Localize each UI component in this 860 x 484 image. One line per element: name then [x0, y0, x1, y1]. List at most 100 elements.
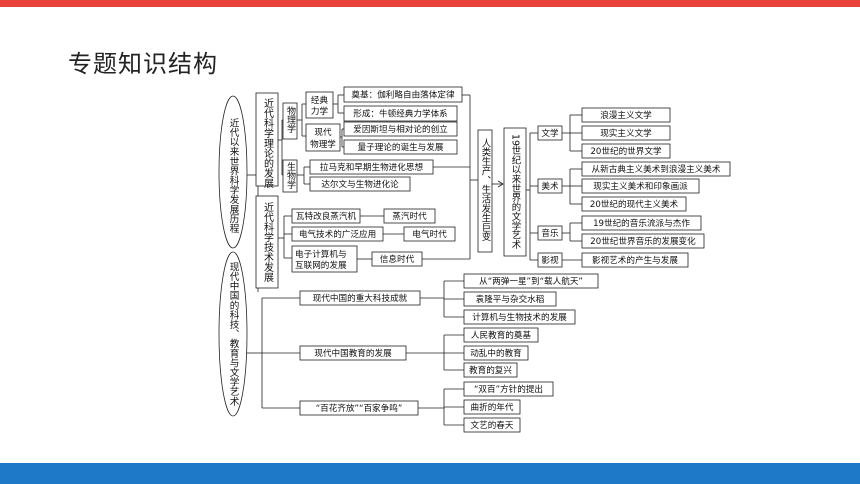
root-node-modern-china-label: 现代中国的科技、教育与文学艺术	[228, 262, 240, 407]
box-newton-label: 形成：牛顿经典力学体系	[353, 108, 448, 120]
box-c19-music: 19世纪的音乐流派与杰作	[581, 215, 702, 231]
box-lamarck-label: 拉马克和早期生物进化思想	[320, 161, 424, 173]
box-edu-found: 人民教育的奠基	[463, 327, 539, 343]
box-modern-physics: 现代 物理学	[305, 123, 341, 152]
box-change: 人类生产、生活发生巨变	[477, 129, 493, 253]
leaf-boxes: 奠基：伽利略自由落体定律形成：牛顿经典力学体系爱因斯坦与相对论的创立量子理论的诞…	[291, 86, 731, 433]
svg-text:力学: 力学	[311, 105, 329, 117]
box-classical-mechanics-label: 经典	[311, 94, 329, 106]
box-einstein: 爱因斯坦与相对论的创立	[343, 121, 458, 137]
box-neo-to-romantic: 从新古典主义美术到浪漫主义美术	[581, 161, 731, 177]
box-music: 音乐	[537, 225, 563, 241]
box-electric-tech-label: 电气技术的广泛应用	[299, 228, 376, 240]
box-policy-label: “双百”方针的提出	[474, 383, 543, 395]
box-watt: 瓦特改良蒸汽机	[291, 208, 361, 224]
box-lamarck: 拉马克和早期生物进化思想	[309, 159, 434, 175]
box-bombs-label: 从“两弹一星”到“载人航天”	[479, 275, 583, 287]
box-cn-edu-label: 现代中国教育的发展	[314, 347, 392, 359]
box-tech: 近代科学技术发展	[255, 195, 279, 289]
box-darwin-label: 达尔文与生物进化论	[321, 178, 399, 190]
box-electric-tech: 电气技术的广泛应用	[291, 226, 384, 242]
box-theory-label: 近代科学理论的发展	[262, 97, 274, 189]
box-edu-revival: 教育的复兴	[463, 362, 518, 378]
box-modern-physics-label: 现代	[314, 127, 332, 138]
root-node-world-science-label: 近代以来世界科学发展历程	[228, 117, 240, 234]
box-physics-label: 物理学	[285, 105, 296, 133]
box-c20-art-label: 20世纪的现代主义美术	[590, 198, 679, 210]
box-fine-art-label: 美术	[541, 180, 559, 192]
box-c19-music-label: 19世纪的音乐流派与杰作	[593, 217, 690, 229]
box-fine-art: 美术	[537, 178, 563, 194]
box-film-art-label: 影视艺术的产生与发展	[592, 254, 678, 266]
box-spring-label: 文艺的春天	[471, 419, 514, 431]
box-galileo: 奠基：伽利略自由落体定律	[343, 86, 463, 103]
box-yuan: 袁隆平与杂交水稻	[463, 291, 557, 307]
box-twists: 曲折的年代	[463, 399, 521, 415]
box-romantic-lit-label: 浪漫主义文学	[600, 109, 652, 121]
box-neo-to-romantic-label: 从新古典主义美术到浪漫主义美术	[592, 163, 721, 175]
box-c20-art: 20世纪的现代主义美术	[581, 196, 687, 212]
box-yuan-label: 袁隆平与杂交水稻	[476, 293, 545, 305]
top-accent-bar	[0, 0, 860, 7]
box-physics: 物理学	[282, 102, 298, 140]
box-realist-lit-label: 现实主义文学	[600, 127, 652, 139]
box-lit-art: 19世纪以来世界的文学艺术	[503, 127, 527, 257]
box-info-age-label: 信息时代	[380, 253, 415, 265]
box-electric-age-label: 电气时代	[412, 228, 447, 240]
box-music-label: 音乐	[541, 227, 559, 239]
box-literature: 文学	[537, 125, 563, 141]
box-cn-tech: 现代中国的重大科技成就	[299, 290, 421, 306]
box-baihua-label: “百花齐放”“百家争鸣”	[316, 402, 403, 414]
box-c20-music: 20世纪世界音乐的发展变化	[581, 233, 705, 249]
svg-text:互联网的发展: 互联网的发展	[295, 259, 347, 271]
box-theory: 近代科学理论的发展	[255, 92, 279, 189]
box-twists-label: 曲折的年代	[471, 401, 514, 413]
box-literature-label: 文学	[541, 127, 559, 139]
box-electric-age: 电气时代	[403, 226, 456, 242]
box-darwin: 达尔文与生物进化论	[309, 176, 411, 192]
box-steam-age-label: 蒸汽时代	[392, 210, 427, 222]
box-bombs: 从“两弹一星”到“载人航天”	[463, 273, 599, 289]
box-steam-age: 蒸汽时代	[383, 208, 436, 224]
box-edu-turmoil-label: 动乱中的教育	[470, 347, 522, 359]
box-cn-edu: 现代中国教育的发展	[299, 345, 407, 361]
box-edu-turmoil: 动乱中的教育	[463, 345, 529, 361]
box-info-age: 信息时代	[371, 251, 423, 267]
box-einstein-label: 爱因斯坦与相对论的创立	[353, 123, 448, 135]
box-realist-lit: 现实主义文学	[581, 125, 671, 141]
box-realist-impression: 现实主义美术和印象画派	[581, 178, 700, 194]
box-watt-label: 瓦特改良蒸汽机	[296, 210, 357, 222]
box-film-art: 影视艺术的产生与发展	[581, 252, 689, 268]
box-computer: 电子计算机与 互联网的发展	[291, 245, 358, 273]
box-baihua: “百花齐放”“百家争鸣”	[299, 400, 419, 416]
box-cs-bio-label: 计算机与生物技术的发展	[472, 311, 567, 323]
box-quantum: 量子理论的诞生与发展	[343, 139, 458, 155]
box-classical-mechanics: 经典 力学	[305, 91, 334, 119]
box-edu-found-label: 人民教育的奠基	[471, 329, 532, 341]
box-c20-music-label: 20世纪世界音乐的发展变化	[590, 235, 696, 247]
box-c20-lit-label: 20世纪的世界文学	[590, 145, 661, 157]
box-cn-tech-label: 现代中国的重大科技成就	[313, 292, 408, 304]
box-biology-label: 生物学	[285, 161, 296, 189]
box-c20-lit: 20世纪的世界文学	[581, 143, 671, 159]
bottom-accent-bar	[0, 463, 860, 484]
box-newton: 形成：牛顿经典力学体系	[343, 105, 458, 122]
box-galileo-label: 奠基：伽利略自由落体定律	[351, 89, 455, 101]
box-computer-label: 电子计算机与	[295, 248, 347, 260]
box-lit-art-label: 19世纪以来世界的文学艺术	[510, 134, 522, 250]
box-film-label: 影视	[541, 254, 559, 266]
box-film: 影视	[537, 252, 563, 268]
box-quantum-label: 量子理论的诞生与发展	[358, 141, 444, 153]
root-node-world-science: 近代以来世界科学发展历程	[218, 95, 248, 249]
box-spring: 文艺的春天	[463, 417, 521, 433]
svg-text:物理学: 物理学	[310, 138, 336, 150]
page-title: 专题知识结构	[68, 50, 218, 78]
box-realist-impression-label: 现实主义美术和印象画派	[593, 180, 688, 192]
root-node-modern-china: 现代中国的科技、教育与文学艺术	[218, 251, 248, 417]
box-romantic-lit: 浪漫主义文学	[581, 107, 671, 123]
box-edu-revival-label: 教育的复兴	[469, 364, 512, 376]
box-cs-bio: 计算机与生物技术的发展	[463, 309, 576, 325]
box-policy: “双百”方针的提出	[463, 381, 554, 397]
box-tech-label: 近代科学技术发展	[262, 201, 274, 283]
